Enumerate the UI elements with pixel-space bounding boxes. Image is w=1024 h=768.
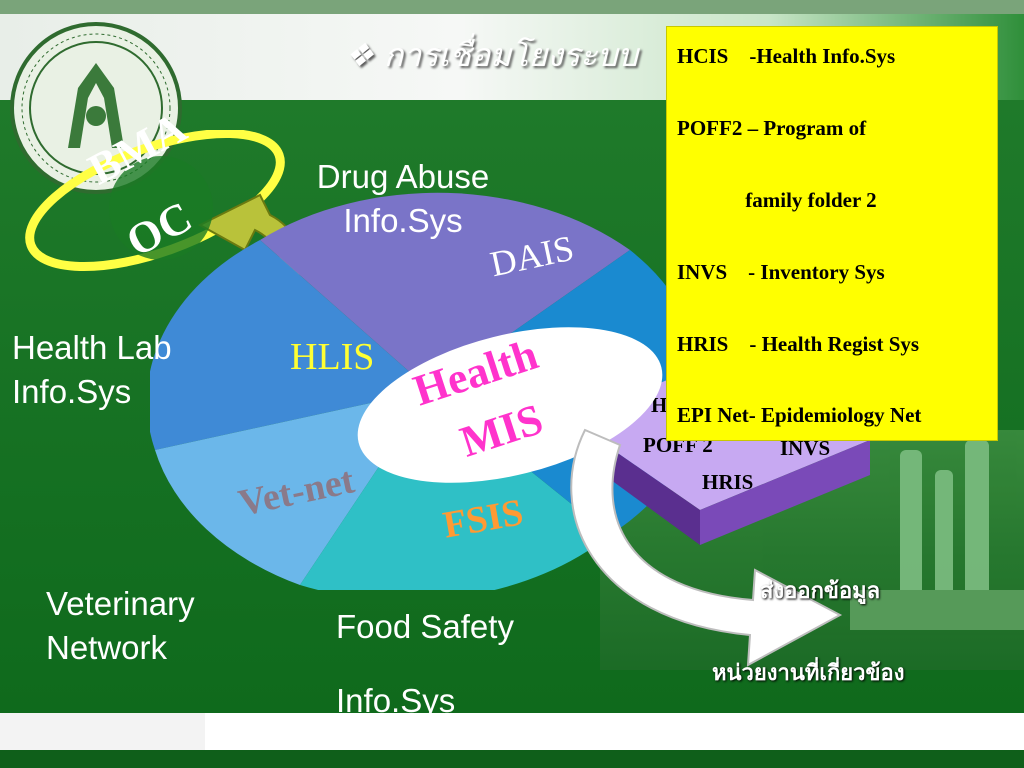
legend-item-poff2: POFF2 – Program of (677, 116, 867, 140)
health-lab-line1: Health Lab (12, 329, 172, 366)
legend-item-poff2-cont: family folder 2 (677, 188, 877, 212)
green-ball-icon (109, 156, 213, 260)
legend-item-epinet: EPI Net- Epidemiology Net (677, 403, 922, 427)
legend-box: HCIS -Health Info.Sys POFF2 – Program of… (666, 26, 998, 441)
purple-hris-label: HRIS (702, 470, 754, 494)
legend-item-invs: INVS - Inventory Sys (677, 260, 885, 284)
pie-slice-hlis (150, 240, 430, 450)
food-safety-label: Food Safety Info.Sys (336, 590, 514, 738)
pie-slice-fsis (300, 390, 610, 590)
footer-left-block (0, 713, 205, 751)
export-arrow-icon (570, 428, 843, 667)
hlis-label: HLIS (290, 336, 375, 378)
food-safety-line2: Info.Sys (336, 682, 456, 719)
health-lab-label: Health Lab Info.Sys (12, 326, 172, 414)
send-out-data-label: ส่งออกข้อมูล (760, 579, 881, 604)
legend-item-hris: HRIS - Health Regist Sys (677, 332, 920, 356)
drug-abuse-line2: Info.Sys (343, 202, 463, 239)
slide-title: ❖ การเชื่อมโยงระบบ (345, 36, 638, 74)
top-strip (0, 0, 1024, 14)
temple-roof (850, 590, 1024, 630)
health-lab-line2: Info.Sys (12, 373, 132, 410)
veterinary-line1: Veterinary (46, 585, 195, 622)
veterinary-label: Veterinary Network (46, 582, 195, 670)
drug-abuse-label: Drug Abuse Info.Sys (298, 155, 508, 243)
related-units-label: หน่วยงานที่เกี่ยวข้อง (712, 661, 905, 686)
drug-abuse-line1: Drug Abuse (316, 158, 490, 195)
legend-item-hcis: HCIS -Health Info.Sys (677, 44, 896, 68)
veterinary-line2: Network (46, 629, 168, 666)
pie-slice-dais (260, 192, 630, 390)
food-safety-line1: Food Safety (336, 608, 514, 645)
purple-h-label: H (651, 393, 668, 417)
temple-tower (900, 450, 922, 630)
footer-bar (0, 750, 1024, 768)
